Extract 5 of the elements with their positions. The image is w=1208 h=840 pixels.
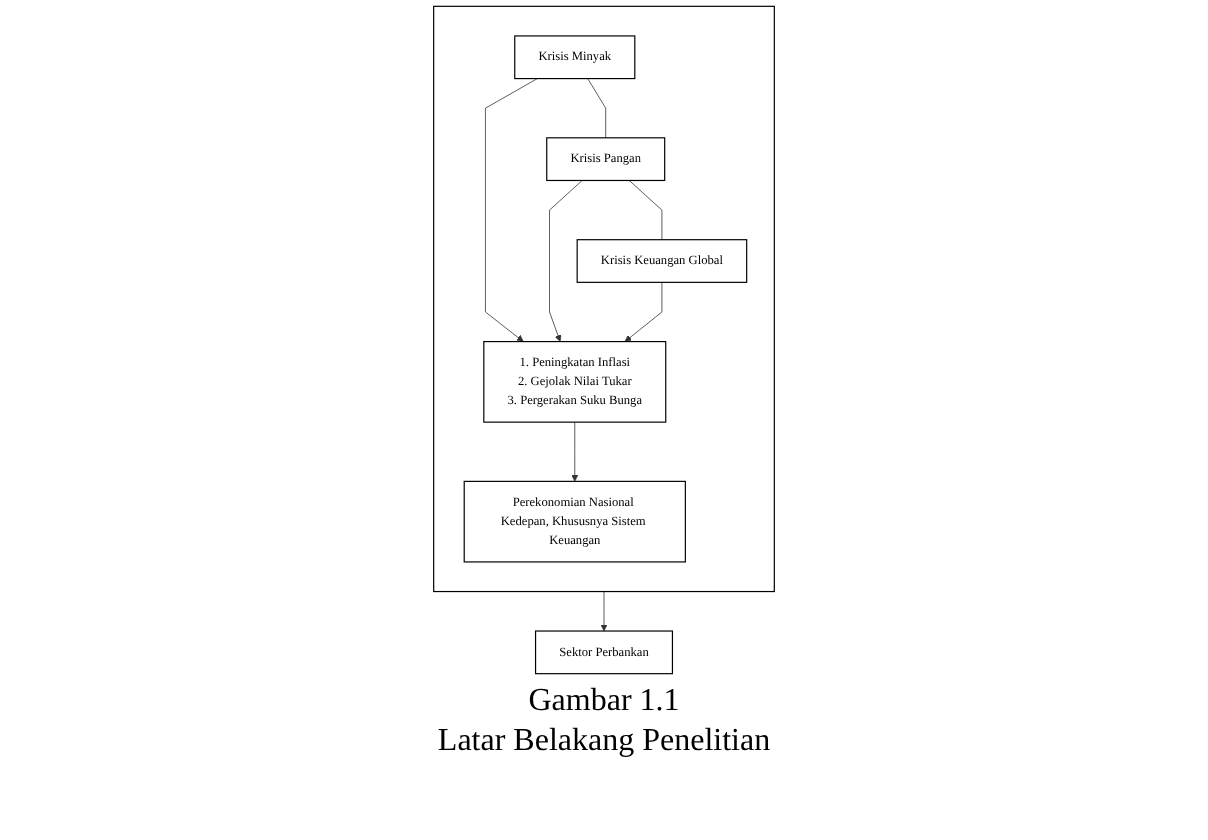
figure-caption: Gambar 1.1 (526, 684, 682, 720)
connector (587, 78, 607, 139)
cluster (433, 5, 775, 593)
figure-title: Latar Belakang Penelitian (437, 724, 771, 760)
connector (628, 180, 663, 241)
